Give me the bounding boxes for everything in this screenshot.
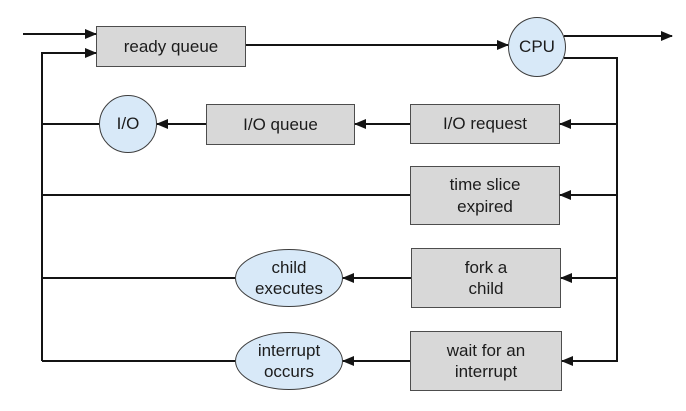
time-slice-expired-box: time slice expired bbox=[410, 166, 560, 225]
io-label: I/O bbox=[116, 114, 140, 134]
fork-a-child-label: fork a child bbox=[464, 257, 508, 298]
io-queue-box: I/O queue bbox=[206, 104, 355, 145]
cpu-circle: CPU bbox=[508, 17, 566, 77]
cpu-label: CPU bbox=[519, 37, 555, 57]
child-executes-ellipse: child executes bbox=[235, 249, 343, 307]
wait-for-interrupt-label: wait for an interrupt bbox=[446, 340, 526, 381]
child-executes-label: child executes bbox=[254, 257, 324, 298]
ready-queue-box: ready queue bbox=[96, 26, 246, 67]
wait-for-interrupt-box: wait for an interrupt bbox=[410, 331, 562, 391]
time-slice-expired-label: time slice expired bbox=[449, 175, 521, 216]
edge-cpu-rail-to-wait-for-interrupt bbox=[561, 57, 618, 366]
ready-queue-label: ready queue bbox=[123, 36, 219, 56]
io-request-box: I/O request bbox=[410, 104, 560, 144]
interrupt-occurs-label: interrupt occurs bbox=[257, 340, 321, 381]
io-queue-label: I/O queue bbox=[243, 114, 318, 134]
io-request-label: I/O request bbox=[442, 114, 528, 134]
fork-a-child-box: fork a child bbox=[411, 248, 561, 308]
edge-feedback-rail-to-ready-queue bbox=[41, 48, 97, 361]
io-circle: I/O bbox=[99, 95, 157, 153]
interrupt-occurs-ellipse: interrupt occurs bbox=[235, 332, 343, 390]
